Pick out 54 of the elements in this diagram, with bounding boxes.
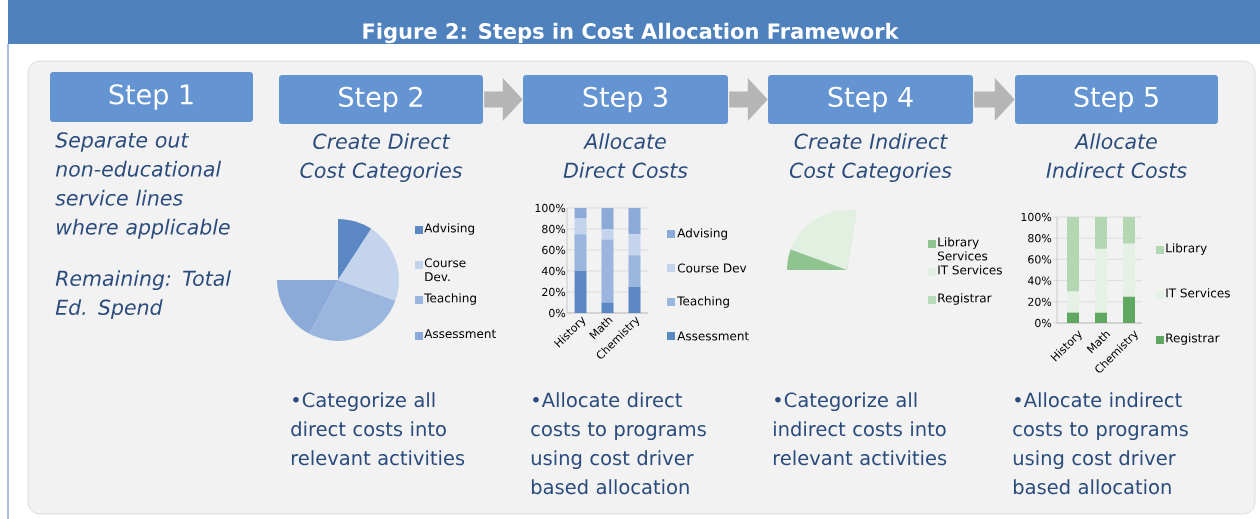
step-box: Step 4 [768, 75, 973, 124]
step-heading: Allocate Indirect Costs [1046, 133, 1187, 179]
legend-label: Course Dev. [424, 258, 466, 282]
step-description: Separate out non-educational service lines where applicable [55, 132, 230, 239]
y-tick-label: 60% [542, 245, 566, 255]
legend-label: Teaching [677, 296, 729, 308]
tick-label: 100% [1021, 212, 1052, 222]
bar [574, 218, 587, 235]
bar [601, 302, 614, 313]
legend-label: Course Dev [677, 263, 747, 273]
y-tick-label: 100% [535, 203, 566, 213]
tick-label: 40% [1027, 276, 1052, 285]
tick-label: 80% [1028, 234, 1052, 243]
step-box: Step 2 [279, 75, 483, 124]
y-tick-label: 40% [541, 266, 566, 276]
bar [628, 208, 641, 235]
step-description: •Categorize all indirect costs into relevant activities [774, 392, 947, 466]
bar [601, 208, 614, 229]
step-heading: Create Indirect Cost Categories [789, 133, 952, 183]
legend-label: Registrar [938, 293, 992, 305]
step-description: Remaining: Total Ed. Spend [55, 270, 231, 320]
bar [574, 208, 587, 219]
title-banner: Figure 2: Steps in Cost Allocation Framework [8, 0, 1260, 44]
bar [574, 271, 587, 313]
legend-label: IT Services [1166, 288, 1230, 298]
step-description: •Categorize all direct costs into relevant activities [291, 392, 465, 466]
tick-label: 20% [1028, 297, 1052, 306]
y-tick-label: 20% [542, 287, 566, 297]
bar [628, 234, 641, 256]
tick-label: 0% [1035, 318, 1052, 328]
bar [601, 229, 614, 240]
legend-label: IT Services [938, 265, 1002, 275]
step-description: •Allocate indirect costs to programs using cost driver based allocation [1013, 392, 1188, 495]
step-description: •Allocate direct costs to programs using cost driver based allocation [531, 392, 706, 495]
bar [601, 239, 614, 303]
legend-label: Library [1166, 243, 1207, 255]
legend-label: Teaching [424, 293, 476, 305]
legend-label: Assessment [677, 331, 749, 341]
step-box: Step 1 [50, 72, 253, 122]
step-heading: Create Direct Cost Categories [300, 133, 462, 183]
bar [574, 234, 587, 271]
legend-label: Advising [424, 223, 474, 235]
legend-label: Registrar [1166, 333, 1220, 345]
tick-label: 60% [1028, 255, 1052, 264]
step-box: Step 3 [523, 75, 728, 124]
bar [628, 286, 641, 313]
y-tick-label: 80% [542, 224, 566, 234]
legend-label: Advising [677, 228, 727, 240]
step-box: Step 5 [1015, 75, 1218, 124]
legend-label: Assessment [424, 329, 496, 339]
step-heading: Allocate Direct Costs [563, 133, 688, 179]
legend-label: Library Services [938, 237, 988, 261]
y-tick-label: 0% [549, 308, 566, 318]
bar [628, 255, 641, 287]
